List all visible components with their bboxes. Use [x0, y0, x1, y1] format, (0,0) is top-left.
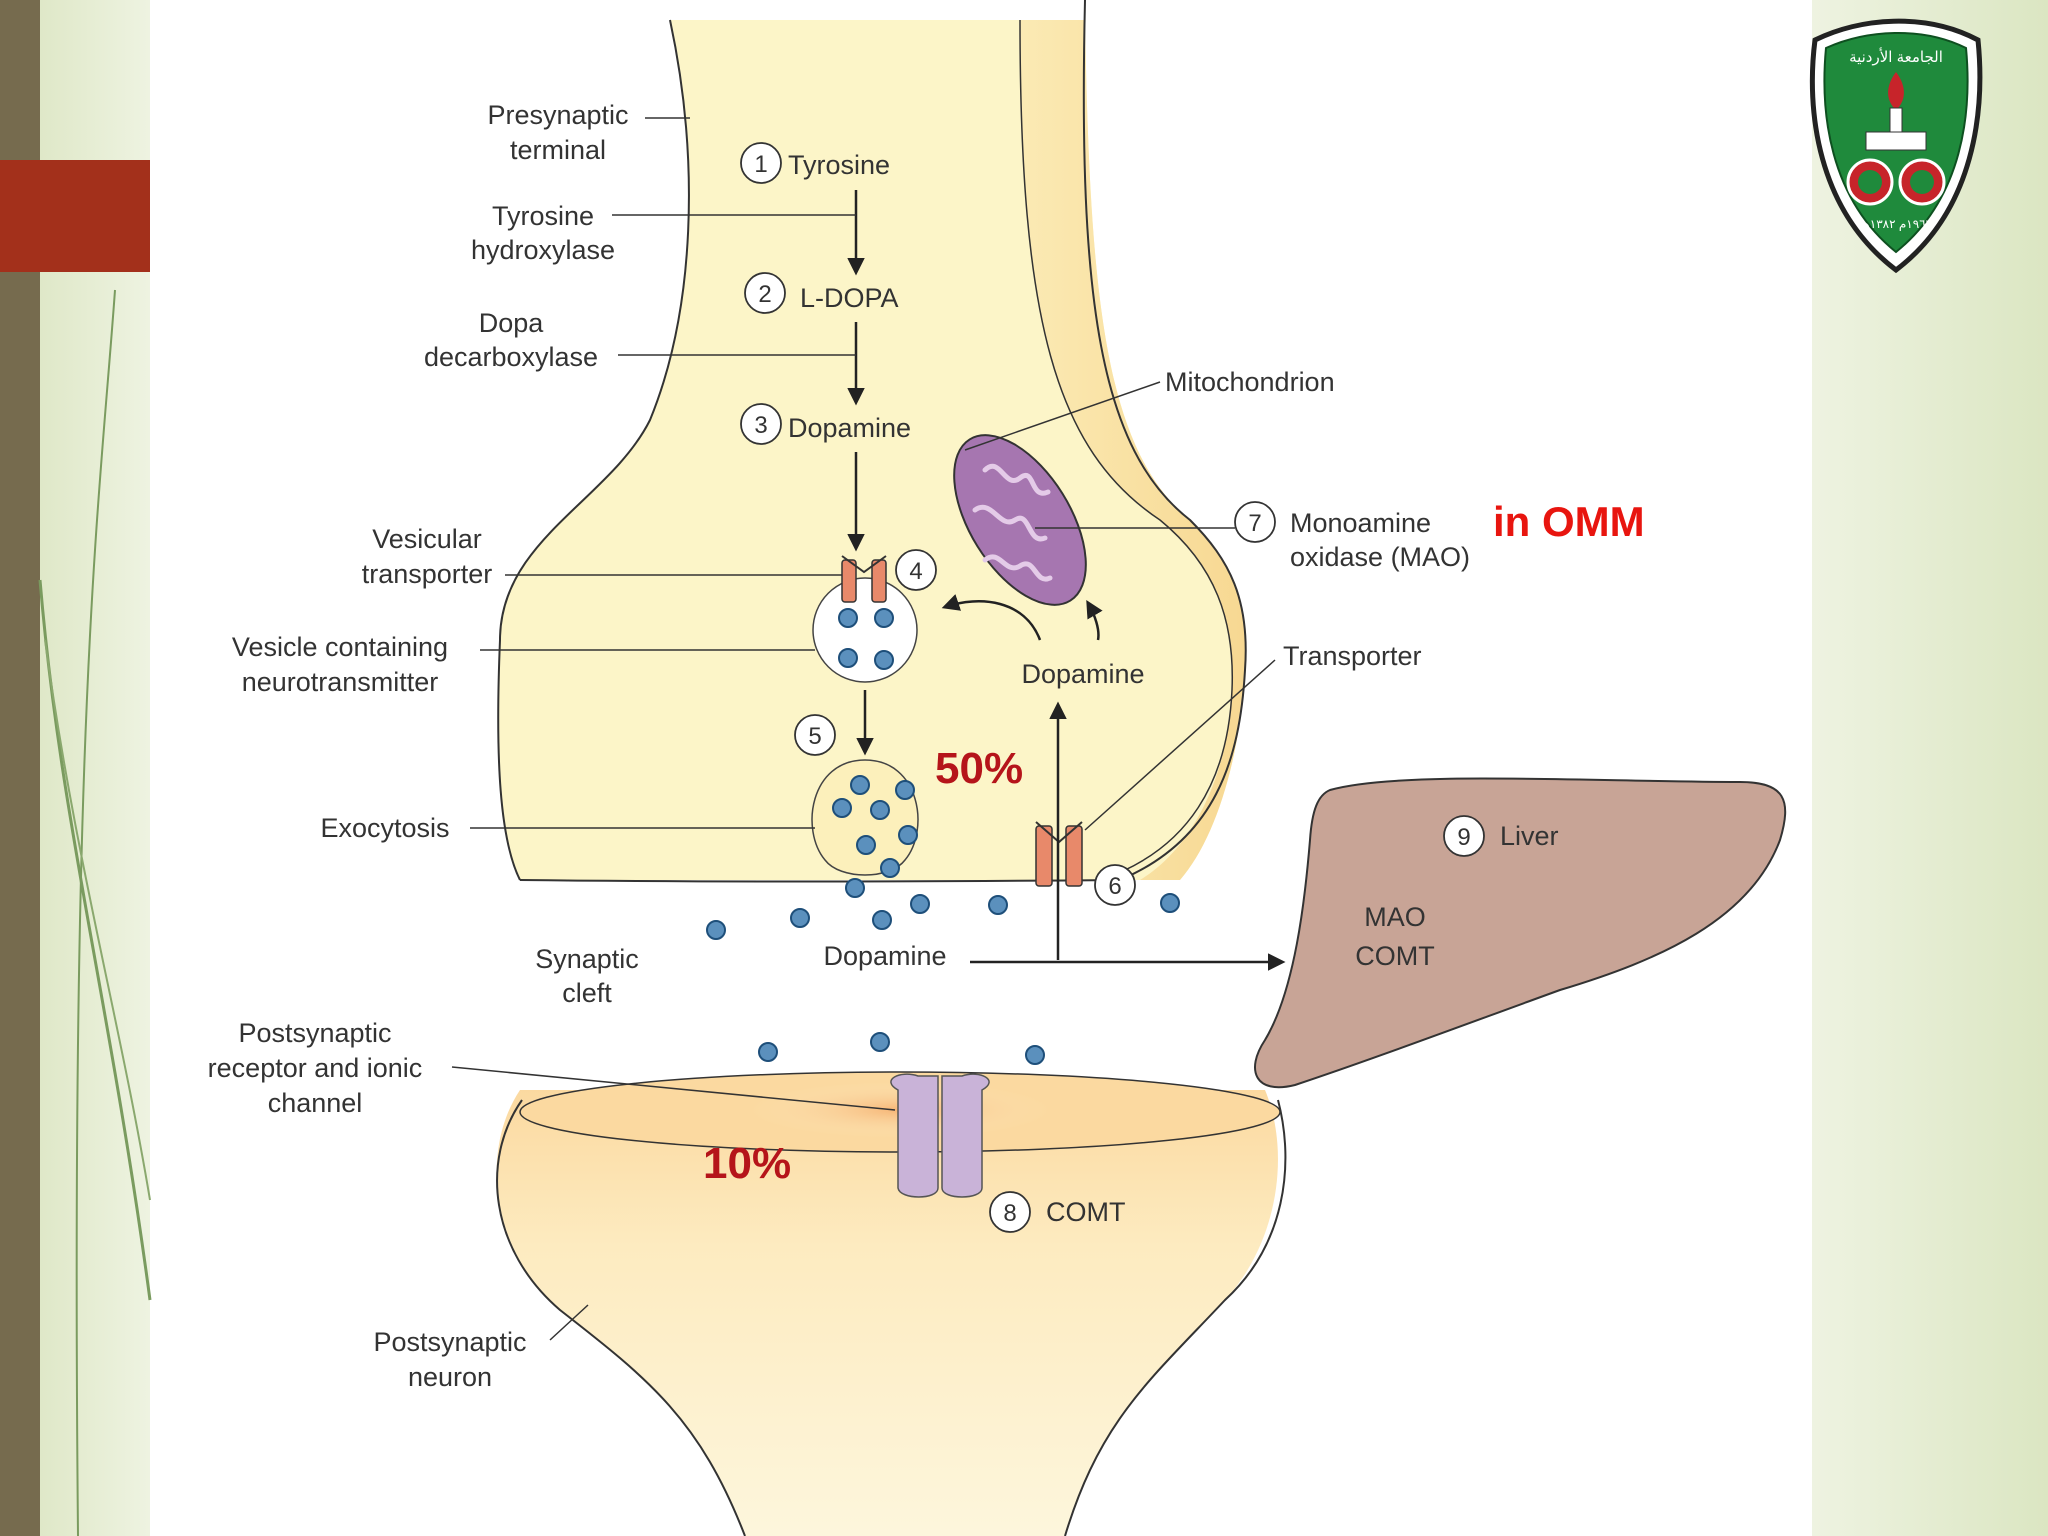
- dopa-decarboxylase-label-line2: decarboxylase: [424, 342, 598, 372]
- liver-label: Liver: [1500, 821, 1559, 851]
- step-3-number: 3: [754, 412, 767, 439]
- presynaptic-terminal-label-line1: Presynaptic: [487, 100, 628, 130]
- step-1-label: Tyrosine: [788, 150, 890, 180]
- synaptic-cleft-label-line1: Synaptic: [535, 944, 639, 974]
- slide-right-background: [1812, 0, 2048, 1536]
- tyrosine-hydroxylase-label-line1: Tyrosine: [492, 201, 594, 231]
- leader-lines: [451, 117, 1276, 1341]
- vesicular-transporter-label-line2: transporter: [362, 559, 493, 589]
- step-5-number: 5: [808, 723, 821, 750]
- liver-shape: [1254, 777, 1787, 1089]
- postsynaptic-receptor: [890, 1073, 990, 1198]
- vesicular-transporter: [841, 555, 887, 603]
- step-9-number: 9: [1457, 824, 1470, 851]
- postsynaptic-neuron-label-line1: Postsynaptic: [373, 1327, 526, 1357]
- pathway-arrows: [847, 190, 1286, 971]
- mitochondrion-label: Mitochondrion: [1165, 367, 1335, 397]
- slide-accent-bar: [0, 160, 150, 272]
- presynaptic-terminal-label-line2: terminal: [510, 135, 606, 165]
- postsynaptic-receptor-label-line3: channel: [268, 1088, 363, 1118]
- step-numbers: 1 2 3 4 5 6 7 8 9: [754, 151, 1470, 1227]
- mitochondrion: [953, 434, 1087, 606]
- dopamine-inside-label: Dopamine: [1021, 659, 1144, 689]
- postsynaptic-receptor-label-line2: receptor and ionic: [208, 1053, 423, 1083]
- postsynaptic-neuron-shape: [496, 1071, 1287, 1536]
- mao-label-line2: oxidase (MAO): [1290, 542, 1470, 572]
- vesicle-label-line2: neurotransmitter: [242, 667, 439, 697]
- step-3-label: Dopamine: [788, 413, 911, 443]
- step-1-number: 1: [754, 151, 767, 178]
- dopa-decarboxylase-label-line1: Dopa: [479, 308, 545, 338]
- annotation-in-omm: in OMM: [1493, 498, 1645, 545]
- step-8-number: 8: [1003, 1200, 1016, 1227]
- liver-enzyme-mao: MAO: [1364, 902, 1426, 932]
- mao-label-line1: Monoamine: [1290, 508, 1431, 538]
- synaptic-cleft-label-line2: cleft: [562, 978, 612, 1008]
- vesicle-label-line1: Vesicle containing: [232, 632, 448, 662]
- vesicular-transporter-label-line1: Vesicular: [372, 524, 482, 554]
- presynaptic-terminal-shape: [497, 0, 1247, 883]
- logo-text-top: الجامعة الأردنية: [1849, 47, 1943, 66]
- transporter-label: Transporter: [1283, 641, 1422, 671]
- postsynaptic-neuron-label-line2: neuron: [408, 1362, 492, 1392]
- step-2-number: 2: [758, 281, 771, 308]
- exocytosis-label: Exocytosis: [320, 813, 449, 843]
- dopamine-cleft-label: Dopamine: [823, 941, 946, 971]
- annotation-50-percent: 50%: [935, 744, 1023, 793]
- dopamine-molecules: [706, 608, 1180, 1065]
- step-7-number: 7: [1248, 510, 1261, 537]
- postsynaptic-receptor-label-line1: Postsynaptic: [238, 1018, 391, 1048]
- slide-decorative-lines: [38, 289, 152, 1536]
- vesicle-containing-neurotransmitter: [812, 577, 918, 683]
- liver-enzyme-comt: COMT: [1355, 941, 1434, 971]
- step-6-number: 6: [1108, 873, 1121, 900]
- annotation-10-percent: 10%: [703, 1139, 791, 1188]
- logo-text-bottom: ١٩٦٢م ١٣٨٢هـ: [1859, 217, 1932, 231]
- tyrosine-hydroxylase-label-line2: hydroxylase: [471, 235, 615, 265]
- comt-label: COMT: [1046, 1197, 1125, 1227]
- step-4-number: 4: [909, 558, 922, 585]
- university-of-jordan-seal-icon: الجامعة الأردنية ١٩٦٢م ١٣٨٢هـ: [1809, 18, 1983, 274]
- step-2-label: L-DOPA: [800, 283, 899, 313]
- step-circles: [740, 142, 1485, 1233]
